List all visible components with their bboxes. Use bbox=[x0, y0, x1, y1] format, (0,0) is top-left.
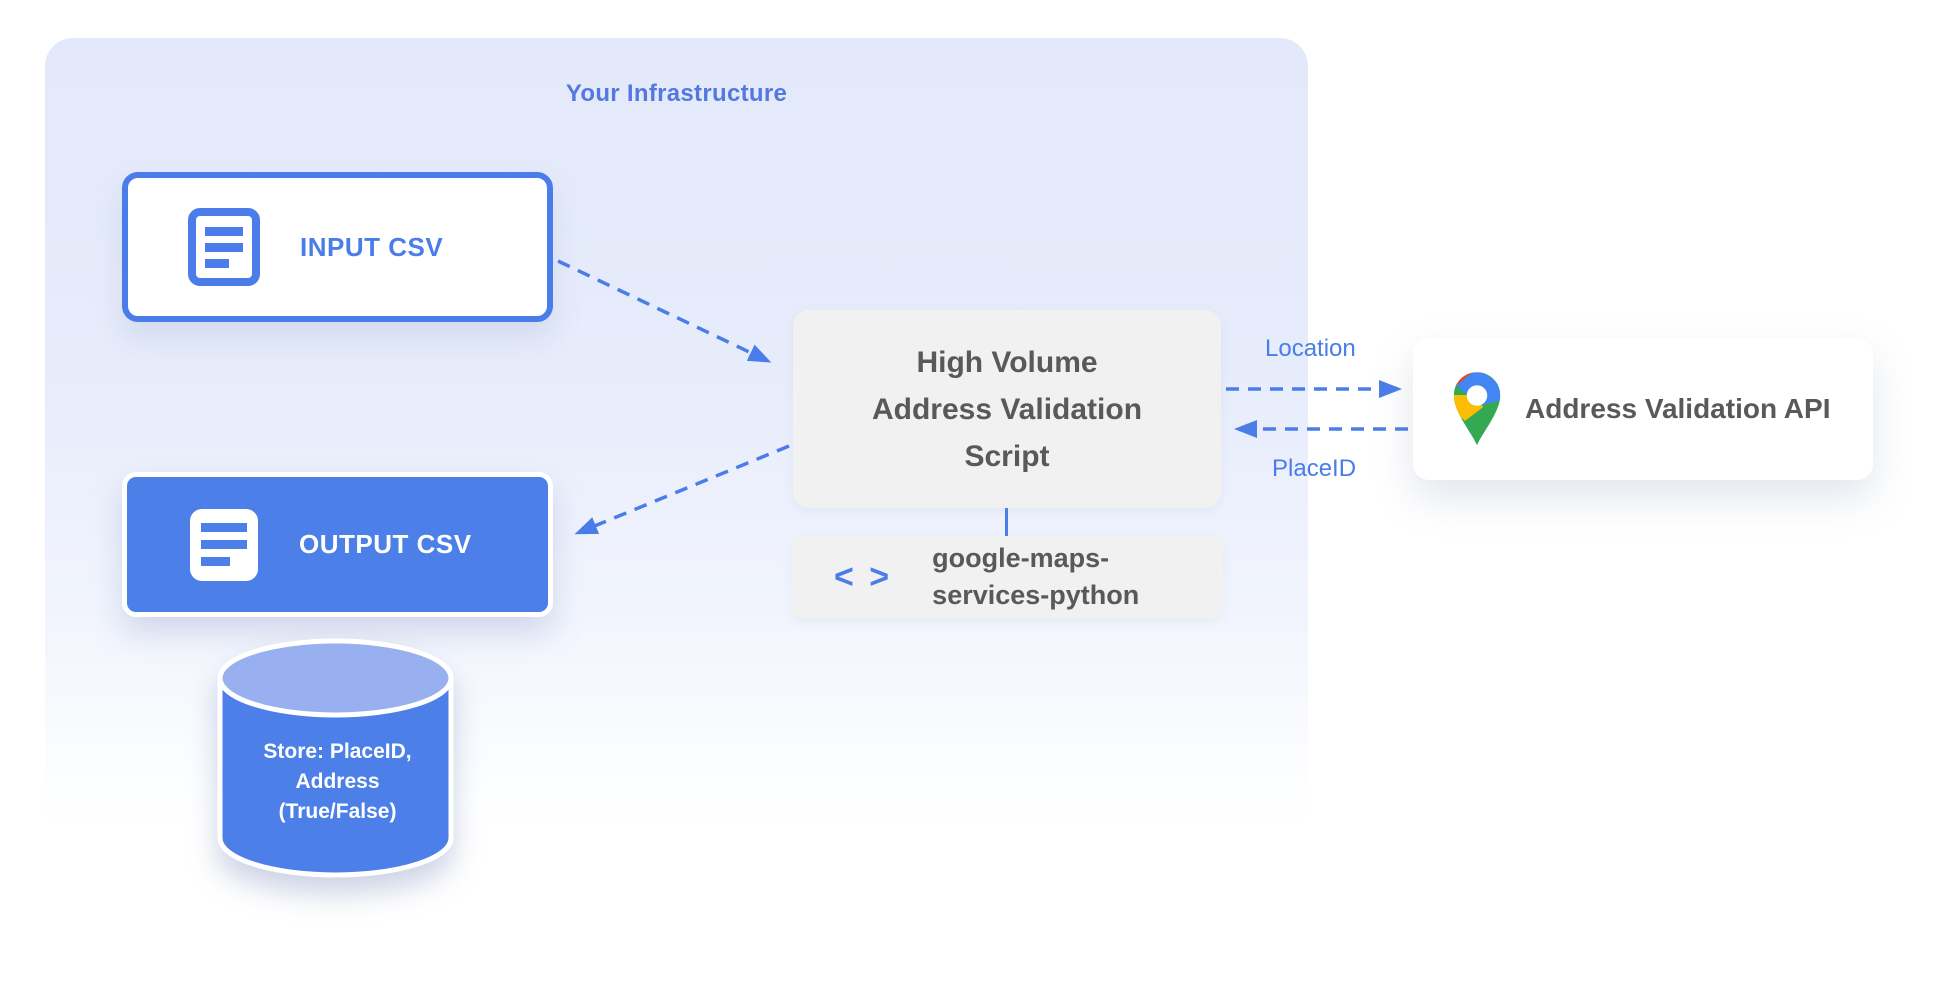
database-cylinder-icon bbox=[217, 638, 454, 878]
input-csv-label: INPUT CSV bbox=[300, 231, 444, 262]
location-edge-label: Location bbox=[1265, 335, 1356, 362]
script-title-line: High Volume bbox=[916, 345, 1098, 379]
datastore-line: Address bbox=[295, 770, 380, 793]
document-icon bbox=[190, 508, 258, 581]
datastore-line: Store: PlaceID, bbox=[263, 740, 412, 763]
google-maps-pin-icon bbox=[1453, 372, 1501, 446]
infrastructure-title: Your Infrastructure bbox=[565, 80, 788, 107]
library-label-line: google-maps- bbox=[932, 543, 1110, 573]
library-label-line: services-python bbox=[932, 580, 1140, 610]
output-csv-node: OUTPUT CSV bbox=[122, 472, 553, 617]
script-title-line: Address Validation bbox=[871, 392, 1143, 426]
placeid-edge-label: PlaceID bbox=[1272, 455, 1357, 482]
output-csv-label: OUTPUT CSV bbox=[299, 529, 472, 559]
input-csv-node: INPUT CSV bbox=[122, 172, 553, 322]
address-validation-api-node: Address Validation API bbox=[1413, 338, 1873, 480]
datastore-line: (True/False) bbox=[278, 800, 397, 823]
code-icon: < > bbox=[834, 557, 893, 596]
document-icon bbox=[188, 208, 260, 286]
script-node: High Volume Address Validation Script bbox=[793, 310, 1221, 508]
library-node: < > google-maps- services-python bbox=[792, 536, 1223, 618]
library-label: google-maps- services-python bbox=[932, 540, 1139, 614]
script-title-line: Script bbox=[964, 439, 1050, 473]
datastore-label: Store: PlaceID, Address (True/False) bbox=[217, 737, 458, 827]
api-label: Address Validation API bbox=[1525, 393, 1831, 424]
